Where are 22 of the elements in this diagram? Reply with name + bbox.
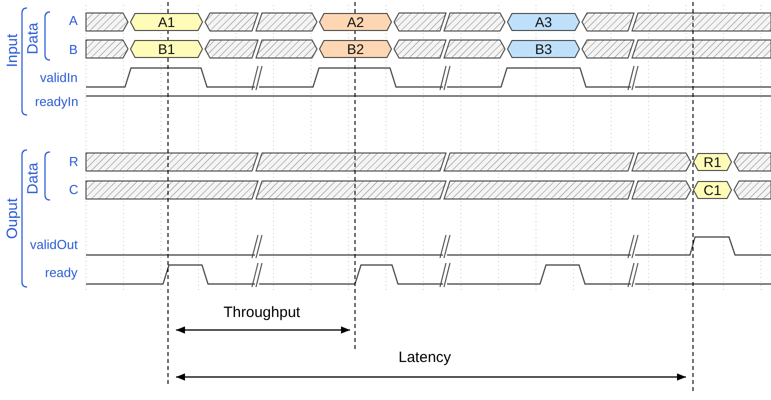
group-label: Ouput: [4, 198, 20, 238]
signal-name: ready: [45, 264, 78, 280]
bus-value-cell: B2: [319, 40, 392, 58]
group-label: Data: [25, 22, 40, 54]
signal-name: B: [69, 42, 78, 56]
bus-value-cell: A2: [319, 13, 392, 31]
dimension-label: Throughput: [224, 304, 300, 320]
bus-value-cell: A1: [130, 13, 203, 31]
bus-value-cell: C1: [693, 181, 732, 199]
dimension-label: Latency: [398, 350, 452, 364]
signal-name: validOut: [30, 236, 78, 252]
group-label: Input: [4, 33, 20, 67]
bus-value-cell: A3: [507, 13, 580, 31]
signal-name: C: [69, 182, 78, 196]
group-label: Data: [25, 162, 40, 194]
signal-name: R: [69, 154, 78, 168]
bus-value-cell: B1: [130, 40, 203, 58]
bus-value-cell: R1: [693, 153, 732, 171]
signal-name: validIn: [40, 70, 78, 84]
bus-value-cell: B3: [507, 40, 580, 58]
signal-name: readyIn: [35, 94, 78, 108]
signal-name: A: [69, 12, 78, 28]
